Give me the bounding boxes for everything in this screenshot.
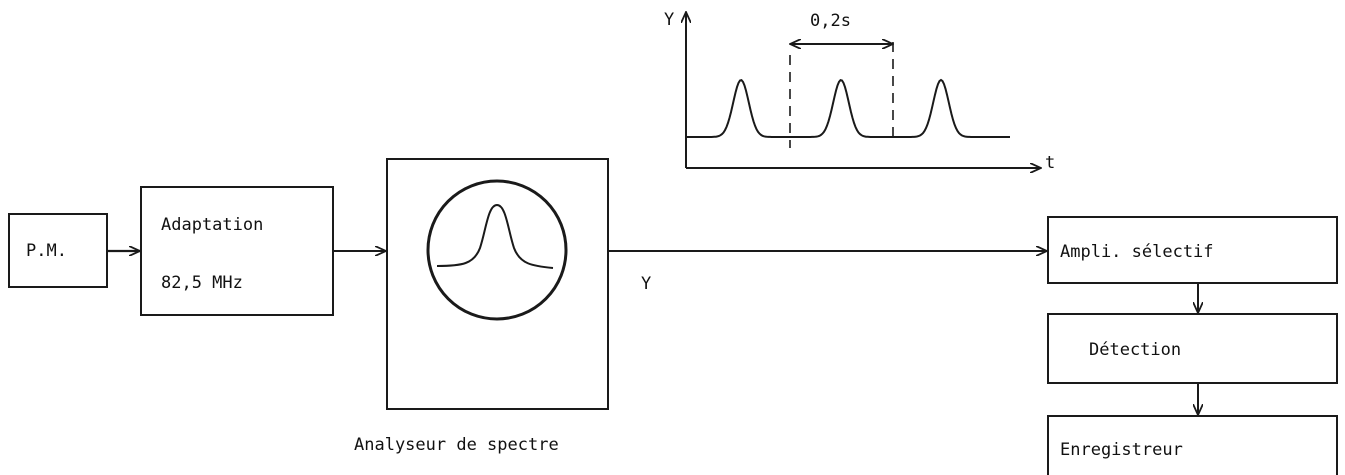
inset-y-axis-label: Y <box>664 10 674 30</box>
signal-y-label: Y <box>641 274 652 294</box>
inset-period-label: 0,2s <box>810 11 851 31</box>
adaptation-block: Adaptation 82,5 MHz <box>140 186 334 316</box>
enregistreur-block: Enregistreur <box>1047 415 1338 475</box>
pm-block: P.M. <box>8 213 108 288</box>
detection-label: Détection <box>1089 340 1182 360</box>
analyseur-label: Analyseur de spectre <box>354 435 559 455</box>
detection-block: Détection <box>1047 313 1338 384</box>
enregistreur-label: Enregistreur <box>1060 440 1183 460</box>
adaptation-label: Adaptation <box>161 215 264 235</box>
analyser-screen <box>426 179 568 321</box>
analyser-screen-trace <box>436 203 554 269</box>
ampli-label: Ampli. sélectif <box>1060 242 1214 262</box>
adaptation-frequency: 82,5 MHz <box>161 273 243 293</box>
ampli-block: Ampli. sélectif <box>1047 216 1338 284</box>
pm-label: P.M. <box>26 241 67 261</box>
inset-signal-curve <box>686 78 1010 138</box>
inset-x-axis-label: t <box>1045 153 1055 173</box>
analyseur-block <box>386 158 609 410</box>
